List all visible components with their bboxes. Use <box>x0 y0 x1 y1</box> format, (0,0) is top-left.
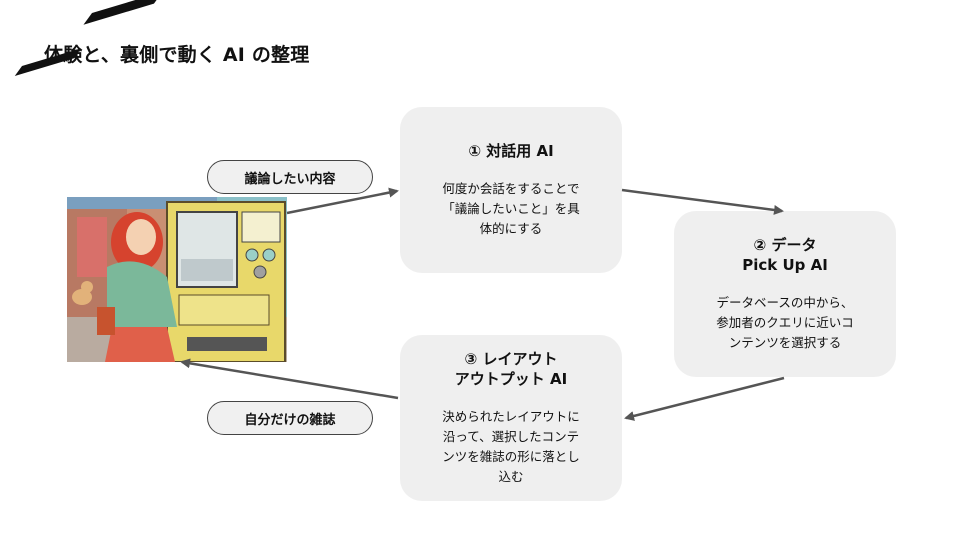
arrow-layout-ai-to-illustration <box>180 358 399 400</box>
vending-machine-illustration <box>67 197 287 362</box>
input-label-pill: 議論したい内容 <box>207 160 373 194</box>
dialogue-ai-description: 何度か会話をすることで 「議論したいこと」を具 体的にする <box>442 181 580 237</box>
data-pickup-ai-card: ② データ Pick Up AI データベースの中から、 参加者のクエリに近いコ… <box>674 211 896 377</box>
dialogue-ai-heading: ① 対話用 AI <box>468 141 554 160</box>
arrow-dialogue-ai-to-data-pickup-ai <box>621 188 784 215</box>
layout-output-ai-description: 決められたレイアウトに 沿って、選択したコンテ ンツを雑誌の形に落とし 込む <box>442 409 580 485</box>
slide-title: 体験と、裏側で動く AI の整理 <box>44 44 310 66</box>
data-pickup-ai-heading: ② データ Pick Up AI <box>742 235 828 274</box>
layout-output-ai-card: ③ レイアウト アウトプット AI 決められたレイアウトに 沿って、選択したコン… <box>400 335 622 501</box>
arrow-illustration-to-dialogue-ai <box>286 187 399 215</box>
output-label-pill: 自分だけの雑誌 <box>207 401 373 435</box>
data-pickup-ai-description: データベースの中から、 参加者のクエリに近いコ ンテンツを選択する <box>716 295 854 351</box>
layout-output-ai-heading: ③ レイアウト アウトプット AI <box>454 349 568 388</box>
arrow-data-pickup-ai-to-layout-ai <box>624 376 785 421</box>
dialogue-ai-card: ① 対話用 AI 何度か会話をすることで 「議論したいこと」を具 体的にする <box>400 107 622 273</box>
